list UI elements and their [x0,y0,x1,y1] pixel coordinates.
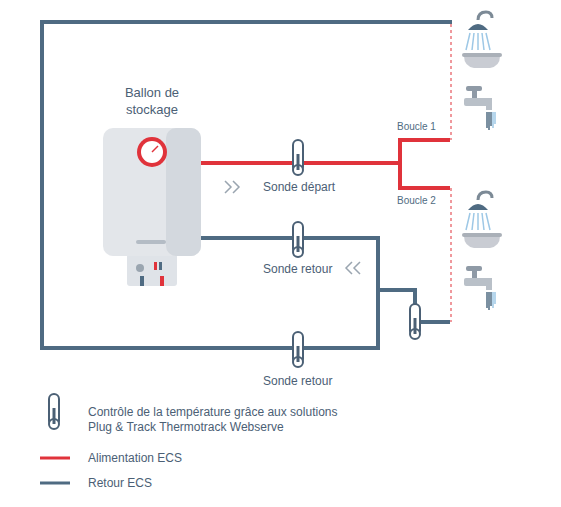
legend-text: Contrôle de la température grâce aux sol… [88,405,358,435]
probe-label: Sonde retour [262,374,333,388]
storage-tank: Ballon de stockage [98,84,206,288]
tank-heading: Ballon de stockage [107,84,197,118]
probe-label: Sonde retour [262,262,333,276]
probe-label: Sonde départ [262,180,336,194]
loop-label: Boucle 1 [396,121,437,132]
loop-label: Boucle 2 [396,195,437,206]
legend-text: Alimentation ECS [88,451,348,466]
legend-text: Retour ECS [88,476,348,491]
